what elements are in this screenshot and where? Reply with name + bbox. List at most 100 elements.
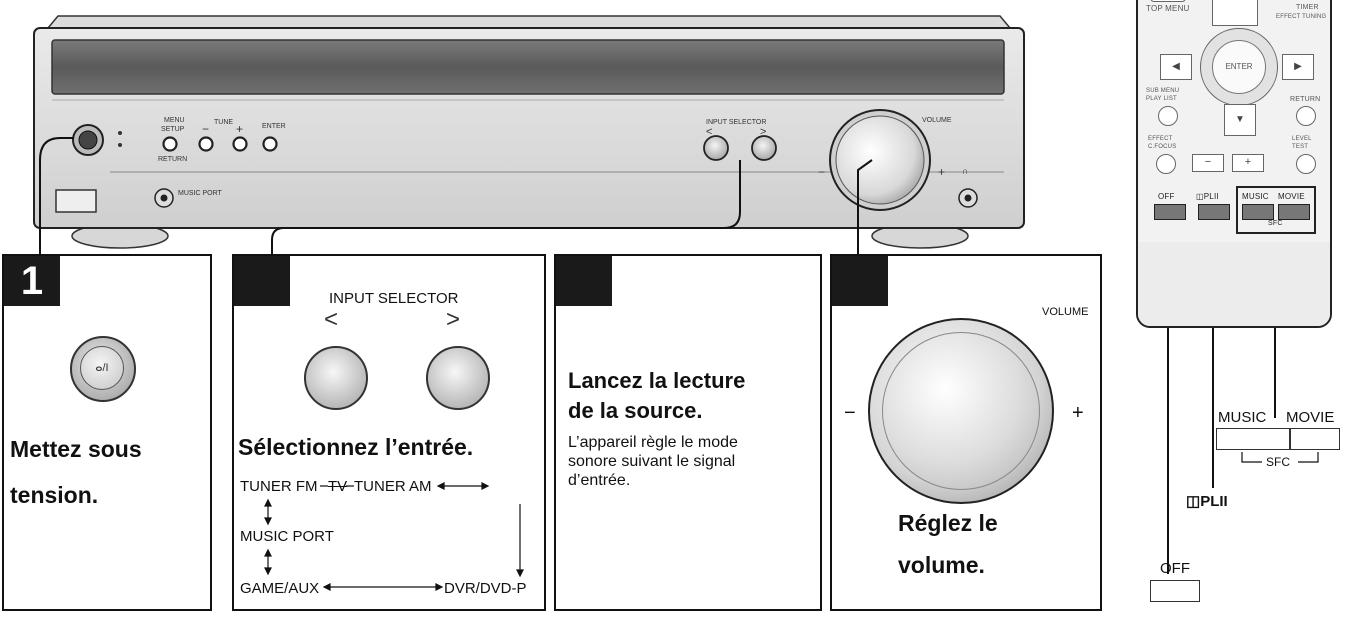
remote-label-c-focus: C.FOCUS xyxy=(1148,144,1177,150)
remote-label-top-menu: TOP MENU xyxy=(1146,4,1190,13)
callout-music-label: MUSIC xyxy=(1218,409,1267,426)
remote-label-timer: TIMER xyxy=(1296,4,1319,11)
label-volume-minus: − xyxy=(818,165,825,179)
remote-label-sub-menu: SUB MENU xyxy=(1146,88,1180,94)
remote-off-button[interactable] xyxy=(1154,204,1186,220)
remote-label-effect: EFFECT xyxy=(1148,136,1173,142)
step-1-badge: 1 xyxy=(4,256,60,306)
source-dvr-dvdp: DVR/DVD-P xyxy=(444,580,527,597)
input-selector-left-large[interactable] xyxy=(304,346,368,410)
callout-movie-button[interactable] xyxy=(1290,428,1340,450)
remote-effect-button[interactable] xyxy=(1156,154,1176,174)
volume-label: VOLUME xyxy=(1042,306,1089,318)
remote-return-button[interactable] xyxy=(1296,106,1316,126)
remote-label-test: TEST xyxy=(1292,144,1309,150)
remote-level-button[interactable] xyxy=(1296,154,1316,174)
step-3-description-line3: d’entrée. xyxy=(568,472,631,489)
input-selector-left-button xyxy=(703,135,729,161)
remote-label-level: LEVEL xyxy=(1292,136,1312,142)
power-button xyxy=(78,130,98,150)
tune-plus-button xyxy=(232,136,248,152)
receiver-top xyxy=(46,15,1012,29)
step-1-panel: 1 ⴰ/I Mettez sous tension. xyxy=(2,254,212,611)
label-tune-minus: − xyxy=(202,122,209,136)
label-setup: SETUP xyxy=(161,126,185,133)
remote-sub-menu-button[interactable] xyxy=(1158,106,1178,126)
volume-knob-large-inner xyxy=(882,332,1040,490)
step-4-instruction-line2: volume. xyxy=(898,552,985,578)
callout-off-button[interactable] xyxy=(1150,580,1200,602)
label-volume-plus: + xyxy=(938,165,945,179)
remote-minus-button[interactable]: − xyxy=(1192,154,1224,172)
remote-dpl2-button[interactable] xyxy=(1198,204,1230,220)
setup-button xyxy=(162,136,178,152)
step-3-panel: Lancez la lecture de la source. L’appare… xyxy=(554,254,822,611)
remote-label-return: RETURN xyxy=(1290,96,1321,103)
input-selector-gt: > xyxy=(446,306,461,333)
remote-label-effect-tuning: EFFECT TUNING xyxy=(1276,14,1327,20)
label-music-port: MUSIC PORT xyxy=(178,190,223,197)
step-3-description-line2: sonore suivant le signal xyxy=(568,453,736,470)
remote-plus-button[interactable]: + xyxy=(1232,154,1264,172)
callout-movie-label: MOVIE xyxy=(1286,409,1335,426)
remote-lower-body xyxy=(1138,242,1330,326)
source-tuner-am: TUNER AM xyxy=(354,478,432,495)
callout-dpl2-label: ◫PLII xyxy=(1186,493,1228,510)
step-1-instruction-line1: Mettez sous xyxy=(10,436,142,462)
step-3-instruction-line2: de la source. xyxy=(568,398,703,423)
step-3-badge xyxy=(556,256,612,306)
label-volume: VOLUME xyxy=(922,117,952,124)
callout-off-label: OFF xyxy=(1160,560,1190,577)
step-4-panel: VOLUME − + Réglez le volume. xyxy=(830,254,1102,611)
remote-down-button[interactable]: ▼ xyxy=(1224,104,1256,136)
remote-enter-button[interactable]: ENTER xyxy=(1212,40,1266,94)
step-4-badge xyxy=(832,256,888,306)
remote-label-sfc: SFC xyxy=(1266,220,1285,227)
enter-button xyxy=(262,136,278,152)
input-selector-label: INPUT SELECTOR xyxy=(329,290,459,307)
remote-left-button[interactable]: ◀ xyxy=(1160,54,1192,80)
source-cycle-arrows xyxy=(264,482,524,591)
input-selector-right-large[interactable] xyxy=(426,346,490,410)
step-2-badge xyxy=(234,256,290,306)
label-input-lt: < xyxy=(706,126,712,138)
remote-label-dpl2: ◫PLII xyxy=(1196,192,1219,201)
remote-right-button[interactable]: ▶ xyxy=(1282,54,1314,80)
power-button-face: ⴰ/I xyxy=(80,346,124,390)
volume-minus-sign: − xyxy=(844,402,856,424)
callout-sfc-label: SFC xyxy=(1266,455,1290,469)
headphone-icon: ∩ xyxy=(962,166,968,176)
step-3-instruction-line1: Lancez la lecture xyxy=(568,368,746,393)
label-menu: MENU xyxy=(164,117,185,124)
remote-label-play-list: PLAY LIST xyxy=(1146,96,1177,102)
step-2-panel: INPUT SELECTOR < > Sélectionnez l’entrée… xyxy=(232,254,546,611)
callout-line-2 xyxy=(271,160,741,254)
source-tv: TV xyxy=(328,478,348,495)
callout-line-1 xyxy=(39,137,74,254)
callout-music-button[interactable] xyxy=(1216,428,1290,450)
remote-movie-button[interactable] xyxy=(1278,204,1310,220)
remote-up-button[interactable] xyxy=(1212,0,1258,26)
source-game-aux: GAME/AUX xyxy=(240,580,320,597)
step-2-instruction: Sélectionnez l’entrée. xyxy=(238,434,474,460)
label-tune-plus: + xyxy=(236,122,243,136)
volume-knob xyxy=(835,115,925,205)
dolby-icon: ◫ xyxy=(1186,493,1201,510)
step-4-instruction-line1: Réglez le xyxy=(898,510,998,536)
remote-label-off: OFF xyxy=(1158,192,1175,201)
remote-top-menu-button[interactable] xyxy=(1150,0,1186,2)
input-selector-lt: < xyxy=(324,306,339,333)
tune-minus-button xyxy=(198,136,214,152)
dolby-icon: ◫ xyxy=(1196,192,1204,201)
label-tune: TUNE xyxy=(214,119,233,126)
remote-sfc-box xyxy=(1236,186,1316,234)
label-return: RETURN xyxy=(158,156,187,163)
remote-label-music: MUSIC xyxy=(1242,192,1269,201)
callout-sfc-bracket xyxy=(1241,452,1319,463)
label-input-gt: > xyxy=(760,126,766,138)
remote-music-button[interactable] xyxy=(1242,204,1274,220)
receiver-slot xyxy=(55,189,97,213)
step-1-instruction-line2: tension. xyxy=(10,482,99,508)
receiver-display xyxy=(51,39,1005,95)
